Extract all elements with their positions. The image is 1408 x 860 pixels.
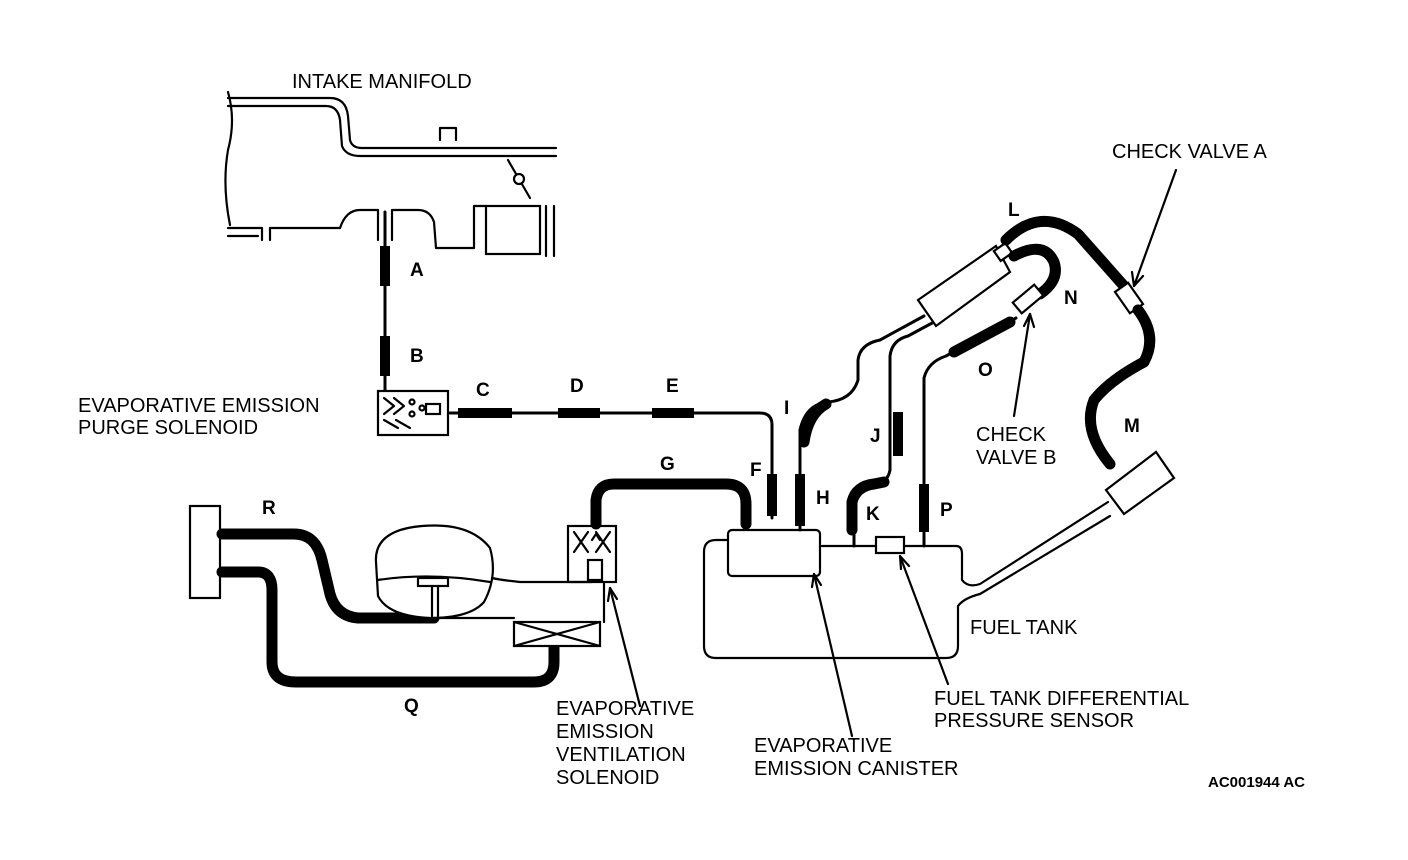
label-intake-manifold: INTAKE MANIFOLD (292, 71, 472, 93)
label-check-valve-a: CHECK VALVE A (1112, 141, 1268, 163)
label-vent-solenoid-4: SOLENOID (556, 767, 659, 789)
hose-label-q: Q (404, 696, 419, 717)
hose-label-j: J (870, 426, 881, 447)
hose-label-c: C (476, 380, 490, 401)
hose-label-m: M (1124, 416, 1140, 437)
hose-label-n: N (1064, 288, 1078, 309)
hose-label-e: E (666, 376, 679, 397)
hose-g-line (590, 478, 752, 530)
label-purge-solenoid-1: EVAPORATIVE EMISSION (78, 395, 320, 417)
hose-label-a: A (410, 260, 424, 281)
hose-label-g: G (660, 454, 675, 475)
label-check-valve-b-2: VALVE B (976, 447, 1056, 469)
hose-label-i: I (784, 398, 789, 419)
hose-label-b: B (410, 346, 424, 367)
hose-label-o: O (978, 360, 993, 381)
evap-canister (726, 528, 822, 578)
pressure-sensor (874, 535, 906, 555)
canister-hoses (795, 314, 1018, 548)
purge-solenoid (376, 389, 450, 437)
hose-label-d: D (570, 376, 584, 397)
purge-line (380, 210, 777, 520)
label-vent-solenoid-3: VENTILATION (556, 744, 686, 766)
vent-solenoid (566, 524, 618, 584)
label-canister-2: EMISSION CANISTER (754, 758, 958, 780)
label-vent-solenoid-2: EMISSION (556, 721, 654, 743)
label-canister-1: EVAPORATIVE (754, 735, 892, 757)
label-vent-solenoid-1: EVAPORATIVE (556, 698, 694, 720)
hose-label-k: K (866, 504, 880, 525)
hose-label-h: H (816, 488, 830, 509)
check-valve-assembly (916, 216, 1176, 516)
label-pressure-sensor-1: FUEL TANK DIFFERENTIAL (934, 688, 1189, 710)
label-pressure-sensor-2: PRESSURE SENSOR (934, 710, 1134, 732)
air-filter (188, 504, 606, 688)
label-purge-solenoid-2: PURGE SOLENOID (78, 417, 258, 439)
label-check-valve-b-1: CHECK (976, 424, 1047, 446)
hose-label-p: P (940, 500, 953, 521)
hose-label-r: R (262, 498, 276, 519)
leader-arrows (606, 168, 1178, 738)
hose-label-f: F (750, 460, 762, 481)
label-fuel-tank: FUEL TANK (970, 617, 1078, 639)
fuel-tank (702, 500, 1112, 660)
throttle-valve-icon (506, 158, 532, 200)
intake-manifold (224, 90, 558, 258)
hose-label-l: L (1008, 200, 1020, 221)
figure-code: AC001944 AC (1208, 774, 1305, 791)
